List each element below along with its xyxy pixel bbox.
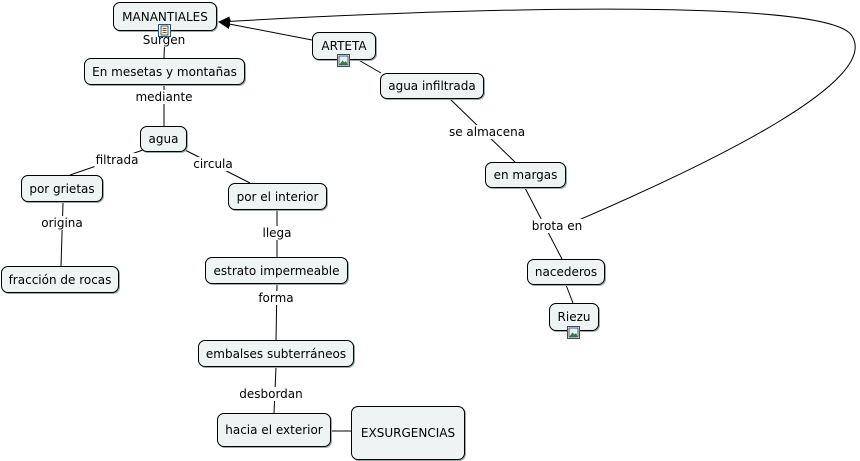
concept-mesetas[interactable]: En mesetas y montañas [84,58,245,85]
concept-label: ARTETA [321,39,367,53]
link-label-origina: origina [40,216,84,230]
concept-label: fracción de rocas [8,272,112,287]
image-icon[interactable] [337,54,350,67]
concept-label: hacia el exterior [225,423,323,437]
concept-exsurgencias[interactable]: EXSURGENCIAS [351,406,465,460]
concept-label: en margas [493,168,558,182]
concept-label: por el interior [236,189,319,204]
concept-label: EXSURGENCIAS [360,426,456,440]
concept-hacia-el-exterior[interactable]: hacia el exterior [217,413,331,447]
concept-label: agua [148,132,179,146]
link-label-se-almacena: se almacena [447,125,527,139]
link-label-desbordan: desbordan [238,387,304,401]
link-line [60,202,64,267]
link-label-circula: circula [192,157,234,171]
concept-label: por grietas [29,181,95,196]
link-label-brota-en: brota en [530,219,584,233]
concept-riezu[interactable]: Riezu [549,303,599,331]
concept-por-el-interior[interactable]: por el interior [228,183,327,210]
image-icon[interactable] [567,326,580,339]
concept-por-grietas[interactable]: por grietas [21,175,103,202]
link-label-mediante: mediante [134,90,194,104]
link-label-filtrada: filtrada [94,153,140,167]
concept-label: agua infiltrada [388,79,476,93]
link-label-surgen: Surgen [141,33,187,47]
link-line [218,19,313,41]
concept-label: Riezu [557,310,591,324]
concept-en-margas[interactable]: en margas [485,162,566,188]
link-label-llega: llega [261,226,293,240]
concept-fraccion-de-rocas[interactable]: fracción de rocas [1,266,119,293]
concept-estrato-impermeable[interactable]: estrato impermeable [205,257,348,284]
concept-label: nacederos [534,265,598,279]
link-line [218,8,856,229]
link-line [565,284,574,304]
concept-label: En mesetas y montañas [92,64,237,79]
link-label-forma: forma [257,291,295,305]
concept-nacederos[interactable]: nacederos [527,259,605,285]
concept-label: embalses subterráneos [205,346,347,361]
concept-agua[interactable]: agua [140,126,187,152]
concept-label: estrato impermeable [213,263,340,278]
document-icon[interactable] [158,24,171,37]
concept-label: MANANTIALES [122,9,208,24]
concept-agua-infiltrada[interactable]: agua infiltrada [380,73,484,99]
concept-embalses-subterraneos[interactable]: embalses subterráneos [198,340,354,367]
